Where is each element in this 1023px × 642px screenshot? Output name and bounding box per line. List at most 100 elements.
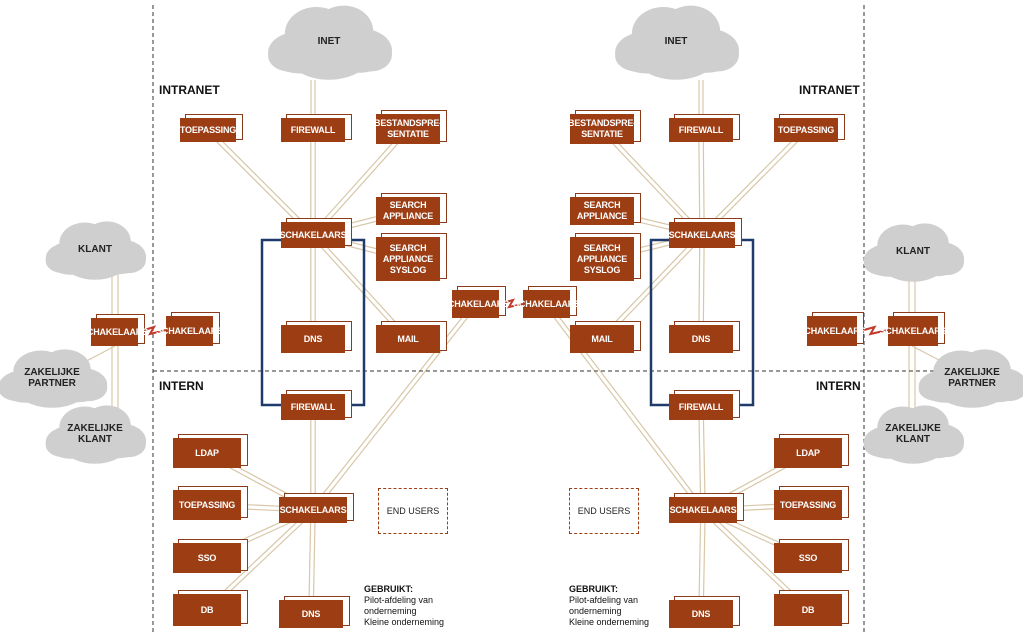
bestandspresentatie-label: BESTANDSPRE- SENTATIE [568,118,636,139]
schakelaars-label: SCHAKELAARS [442,298,509,309]
toepassing-label: TOEPASSING [178,499,236,510]
schakelaars-node: SCHAKELAARS [442,290,509,318]
db-node: DB [774,594,842,626]
usage-note-line2: onderneming [364,606,417,616]
sso-node: SSO [774,543,842,573]
bestandspresentatie-label: BESTANDSPRE- SENTATIE [374,118,442,139]
zakelijke-klant-cloud [45,405,146,464]
zakelijke-klant-cloud [863,405,964,464]
mail-label: MAIL [591,333,613,344]
link-line [314,304,478,512]
inet-cloud-label: INET [317,36,341,47]
sso-node: SSO [173,543,241,573]
link-line [702,406,706,510]
sso-label: SSO [197,552,217,563]
zone-label-intern: INTERN [159,379,204,393]
wan-link-bolt [137,325,167,336]
bestandspresentatie-node: BESTANDSPRE- SENTATIE [374,114,442,144]
dns-label: DNS [301,608,321,619]
dns-node: DNS [669,600,733,628]
zakelijke-klant-cloud-label: ZAKELIJKE KLANT [67,423,123,445]
schakelaars-label: SCHAKELAARS [669,504,737,515]
usage-note-line1: Pilot-afdeling van [569,595,639,605]
usage-note-line1: Pilot-afdeling van [364,595,434,605]
zakelijke-partner-cloud [918,349,1023,408]
search-appliance-syslog-node: SEARCH APPLIANCE SYSLOG [376,237,440,281]
search-appliance-node: SEARCH APPLIANCE [376,197,440,225]
zakelijke-partner-cloud [0,349,108,408]
dns-node: DNS [669,325,733,353]
inet-cloud [268,5,392,80]
zakelijke-partner-cloud-label: ZAKELIJKE PARTNER [24,367,80,389]
schakelaars-node: SCHAKELAARS [280,222,347,248]
klant-cloud [45,221,146,280]
link-line [310,127,407,234]
link-line [603,127,705,234]
schakelaars-node: SCHAKELAARS [669,497,737,523]
firewall-node: FIREWALL [281,118,345,142]
link-line [698,407,702,511]
search-appliance-syslog-label: SEARCH APPLIANCE SYSLOG [382,242,434,275]
search-appliance-label: SEARCH APPLIANCE [382,200,434,221]
usage-note-line3: Kleine onderneming [569,617,650,627]
link-line [700,128,805,234]
toepassing-node: TOEPASSING [774,118,838,142]
dns-label: DNS [691,608,711,619]
schakelaars-label: SCHAKELAARS [668,229,736,240]
db-label: DB [801,604,815,615]
end-users-node: END USERS [569,488,639,534]
schakelaars-node: SCHAKELAARS [81,318,148,346]
usage-note-line2: onderneming [569,606,622,616]
link-line [702,129,705,235]
firewall-label: FIREWALL [678,124,724,135]
firewall-label: FIREWALL [290,401,336,412]
inet-cloud [615,5,740,80]
zakelijke-klant-cloud-label: ZAKELIJKE KLANT [885,423,941,445]
firewall-label: FIREWALL [290,124,336,135]
toepassing-label: TOEPASSING [777,124,835,135]
dns-label: DNS [691,333,711,344]
schakelaars-label: SCHAKELAARS [798,325,866,336]
ldap-node: LDAP [173,438,241,468]
zone-label-intranet: INTRANET [799,83,860,97]
firewall-node: FIREWALL [669,118,733,142]
mail-node: MAIL [570,325,634,353]
schakelaars-label: SCHAKELAARS [879,325,947,336]
dns-node: DNS [279,600,343,628]
wan-link-bolt [498,298,524,309]
klant-cloud-label: KLANT [896,246,930,257]
usage-note-title: GEBRUIKT: [364,584,413,594]
dns-node: DNS [281,325,345,353]
schakelaars-label: SCHAKELAARS [279,504,347,515]
firewall-label: FIREWALL [678,401,724,412]
search-appliance-syslog-node: SEARCH APPLIANCE SYSLOG [570,237,634,281]
toepassing-label: TOEPASSING [179,124,237,135]
ldap-label: LDAP [195,447,219,458]
schakelaars-label: SCHAKELAARS [81,326,148,337]
link-line [209,128,315,234]
db-label: DB [200,604,214,615]
inet-cloud-label: INET [664,36,688,47]
sso-label: SSO [798,552,818,563]
mail-label: MAIL [397,333,419,344]
wan-link-bolt [856,325,889,336]
mail-node: MAIL [376,325,440,353]
toepassing-node: TOEPASSING [180,118,236,142]
schakelaars-node: SCHAKELAARS [279,497,347,523]
link-line [698,130,701,236]
klant-cloud [863,223,964,282]
search-appliance-node: SEARCH APPLIANCE [570,197,634,225]
end-users-node: END USERS [378,488,448,534]
bestandspresentatie-node: BESTANDSPRE- SENTATIE [568,114,636,144]
schakelaars-node: SCHAKELAARS [799,316,866,346]
schakelaars-label: SCHAKELAARS [279,229,347,240]
schakelaars-node: SCHAKELAARS [880,316,947,346]
ldap-node: LDAP [774,438,842,468]
search-appliance-label: SEARCH APPLIANCE [576,200,628,221]
toepassing-node: TOEPASSING [774,490,842,520]
zone-label-intranet: INTRANET [159,83,220,97]
